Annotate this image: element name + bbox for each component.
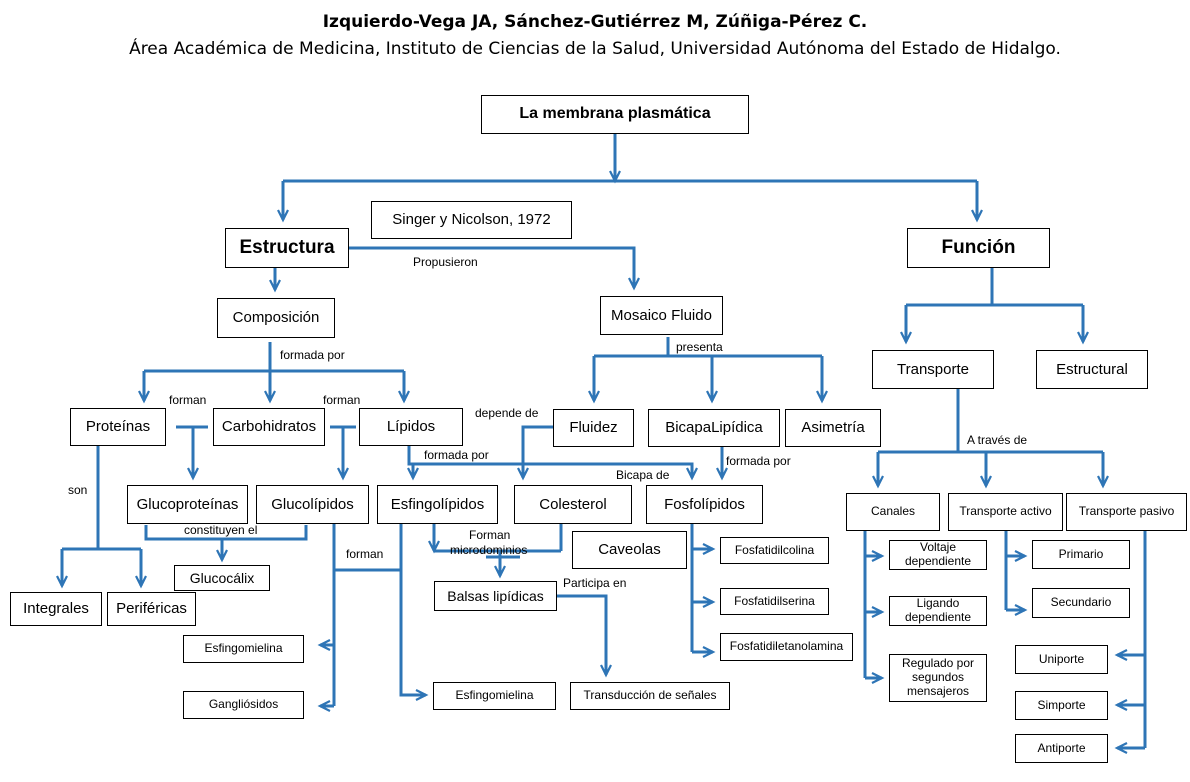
node-secundario: Secundario: [1032, 588, 1130, 618]
node-glucocalix: Glucocálix: [174, 565, 270, 591]
node-transporte-activo: Transporte activo: [948, 493, 1063, 531]
node-lipidos: Lípidos: [359, 408, 463, 446]
node-glucolipidos: Glucolípidos: [256, 485, 369, 524]
node-esfingolipidos: Esfingolípidos: [377, 485, 498, 524]
node-estructura: Estructura: [225, 228, 349, 268]
label-presenta: presenta: [676, 340, 723, 354]
label-forman-esfingolipidos: forman: [346, 547, 384, 561]
label-depende-de: depende de: [475, 406, 539, 420]
node-integrales: Integrales: [10, 592, 102, 626]
affiliation-line: Área Académica de Medicina, Instituto de…: [129, 39, 1061, 59]
authors-line: Izquierdo-Vega JA, Sánchez-Gutiérrez M, …: [322, 12, 868, 32]
node-fosfatidilserina: Fosfatidilserina: [720, 588, 829, 615]
label-forman-micro-line1: Forman: [469, 528, 511, 542]
node-bicapa-lipidica: BicapaLipídica: [648, 409, 780, 447]
node-composicion: Composición: [217, 298, 335, 338]
connector-39: [557, 594, 612, 678]
connector-32: [517, 425, 553, 481]
node-ligando-dependiente: Ligando dependiente: [889, 596, 987, 626]
node-regulado-segundos-mensajeros: Regulado por segundos mensajeros: [889, 654, 987, 702]
label-formada-por-lipidos: formada por: [424, 448, 489, 462]
node-mosaico-fluido: Mosaico Fluido: [600, 296, 723, 335]
label-forman-carbohidratos: forman: [169, 393, 207, 407]
label-forman-lipidos: forman: [323, 393, 361, 407]
label-forman-micro-line2: microdominios: [450, 543, 528, 557]
node-fosfatidiletanolamina: Fosfatidiletanolamina: [720, 633, 853, 661]
node-simporte: Simporte: [1015, 691, 1108, 720]
node-antiporte: Antiporte: [1015, 734, 1108, 763]
label-formada-por-bicapa: formada por: [726, 454, 791, 468]
node-voltaje-dependiente: Voltaje dependiente: [889, 540, 987, 570]
node-fluidez: Fluidez: [553, 409, 634, 447]
node-colesterol: Colesterol: [514, 485, 632, 524]
label-propusieron: Propusieron: [413, 255, 478, 269]
connector-28: [144, 525, 308, 541]
node-perifericas: Periféricas: [107, 592, 196, 626]
node-primario: Primario: [1032, 540, 1130, 569]
label-son: son: [68, 483, 88, 497]
node-gangliosidos: Gangliósidos: [183, 691, 304, 719]
label-constituyen-el: constituyen el: [184, 523, 258, 537]
node-glucoproteinas: Glucoproteínas: [127, 485, 248, 524]
node-transporte: Transporte: [872, 350, 994, 389]
node-estructural: Estructural: [1036, 350, 1148, 389]
node-carbohidratos: Carbohidratos: [213, 408, 325, 446]
label-bicapa-de: Bicapa de: [616, 468, 670, 482]
node-transduccion-senales: Transducción de señales: [570, 682, 730, 710]
connector-44: [399, 524, 429, 701]
node-fosfatidilcolina: Fosfatidilcolina: [720, 537, 829, 564]
label-a-traves-de: A través de: [967, 433, 1028, 447]
node-proteinas: Proteínas: [70, 408, 166, 446]
connector-5: [349, 246, 640, 291]
label-participa-en: Participa en: [563, 576, 627, 590]
node-caveolas: Caveolas: [572, 531, 687, 569]
node-transporte-pasivo: Transporte pasivo: [1066, 493, 1187, 531]
node-singer-nicolson: Singer y Nicolson, 1972: [371, 201, 572, 239]
node-esfingomielina-a: Esfingomielina: [183, 635, 304, 663]
node-balsas-lipidicas: Balsas lipídicas: [434, 581, 557, 611]
node-asimetria: Asimetría: [785, 409, 881, 447]
node-uniporte: Uniporte: [1015, 645, 1108, 674]
node-membrana-plasmatica: La membrana plasmática: [481, 95, 749, 134]
label-formada-por-composicion: formada por: [280, 348, 345, 362]
node-fosfolipidos: Fosfolípidos: [646, 485, 763, 524]
node-funcion: Función: [907, 228, 1050, 268]
node-esfingomielina-b: Esfingomielina: [433, 682, 556, 710]
connector-30: [407, 446, 698, 481]
node-canales: Canales: [846, 493, 940, 531]
